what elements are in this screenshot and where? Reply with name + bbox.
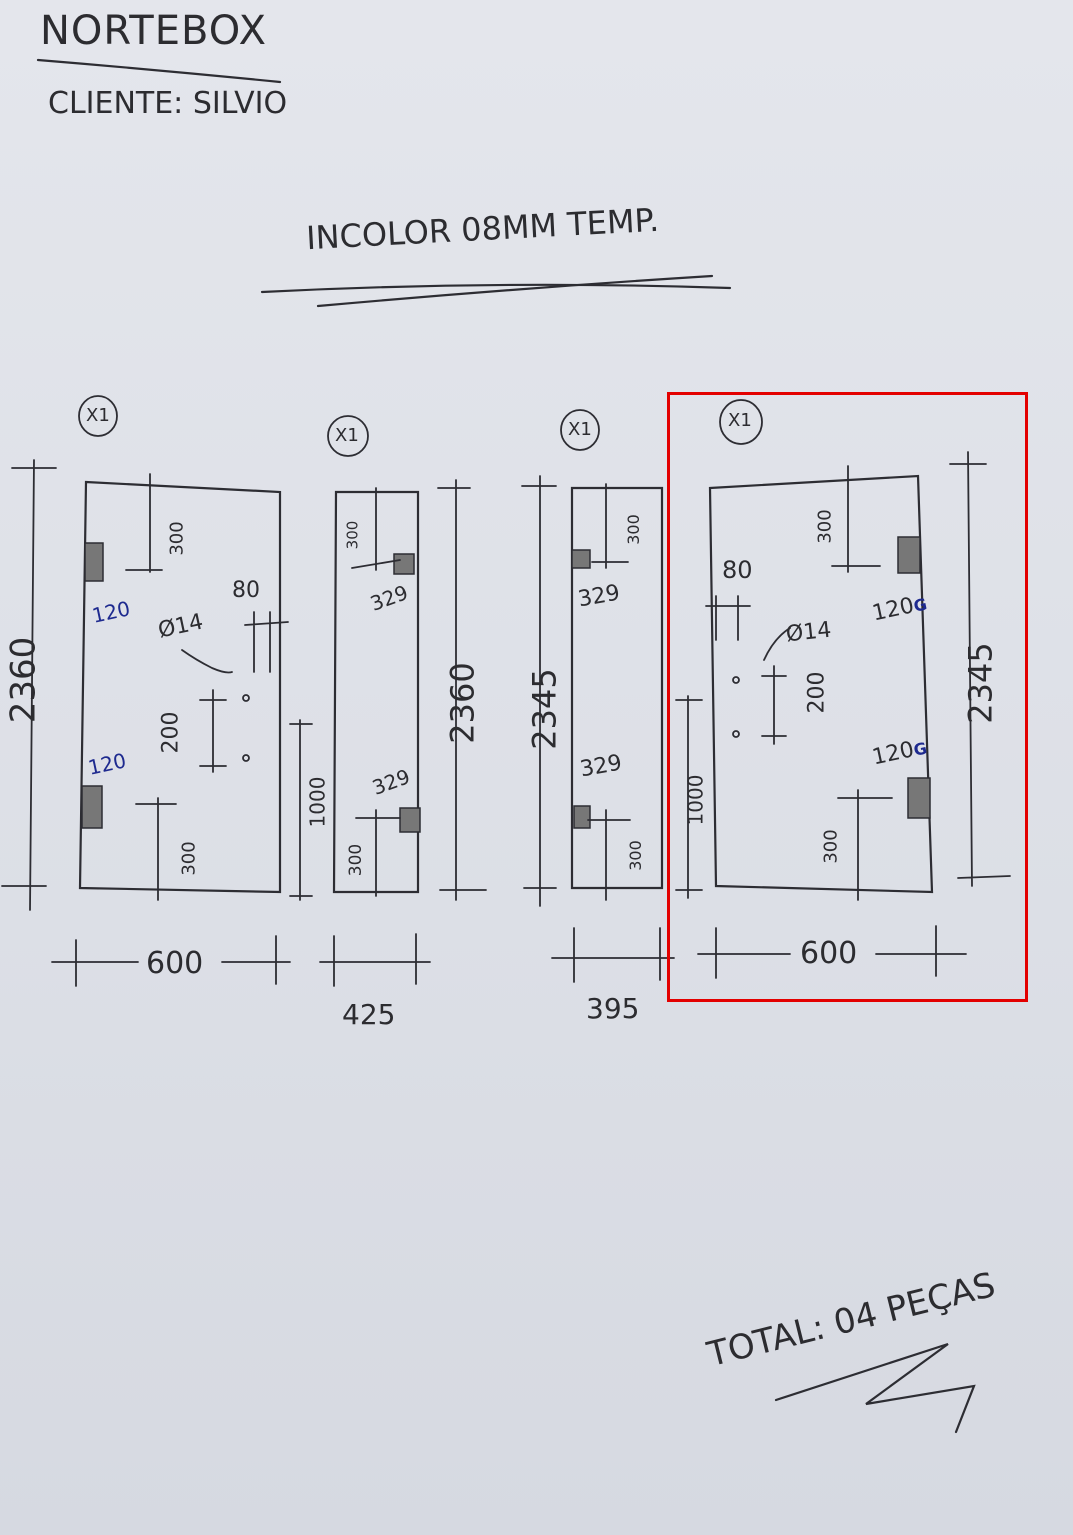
piece-3-top: 300 — [623, 514, 643, 545]
piece-1-hole-spacing: 200 — [158, 711, 184, 754]
piece-3-bottom: 300 — [625, 840, 645, 871]
piece-1-height: 2360 — [3, 636, 44, 724]
piece-1-width: 600 — [146, 946, 204, 981]
highlight-box — [667, 392, 1028, 1002]
piece-4-width: 600 — [800, 936, 858, 971]
company-name: NORTEBOX — [40, 8, 268, 54]
piece-2-top: 300 — [343, 520, 362, 550]
piece-4-hole-offset: 80 — [722, 556, 753, 584]
piece-2-qty: X1 — [335, 425, 359, 446]
piece-3-qty: X1 — [568, 419, 592, 440]
piece-2-bottom: 300 — [346, 843, 367, 877]
piece-4-qty: X1 — [728, 410, 752, 431]
piece-1-top: 300 — [166, 521, 188, 556]
piece-1-bottom: 300 — [178, 841, 200, 876]
piece-2-height: 2360 — [443, 662, 482, 744]
client-name: CLIENTE: SILVIO — [48, 86, 288, 121]
piece-3-height: 2345 — [525, 668, 564, 750]
piece-1-qty: X1 — [86, 405, 110, 426]
piece-1-handle: 1000 — [305, 776, 330, 828]
piece-2-width: 425 — [342, 998, 396, 1031]
piece-3-width: 395 — [586, 992, 640, 1025]
piece-1-hole-offset: 80 — [232, 578, 260, 603]
